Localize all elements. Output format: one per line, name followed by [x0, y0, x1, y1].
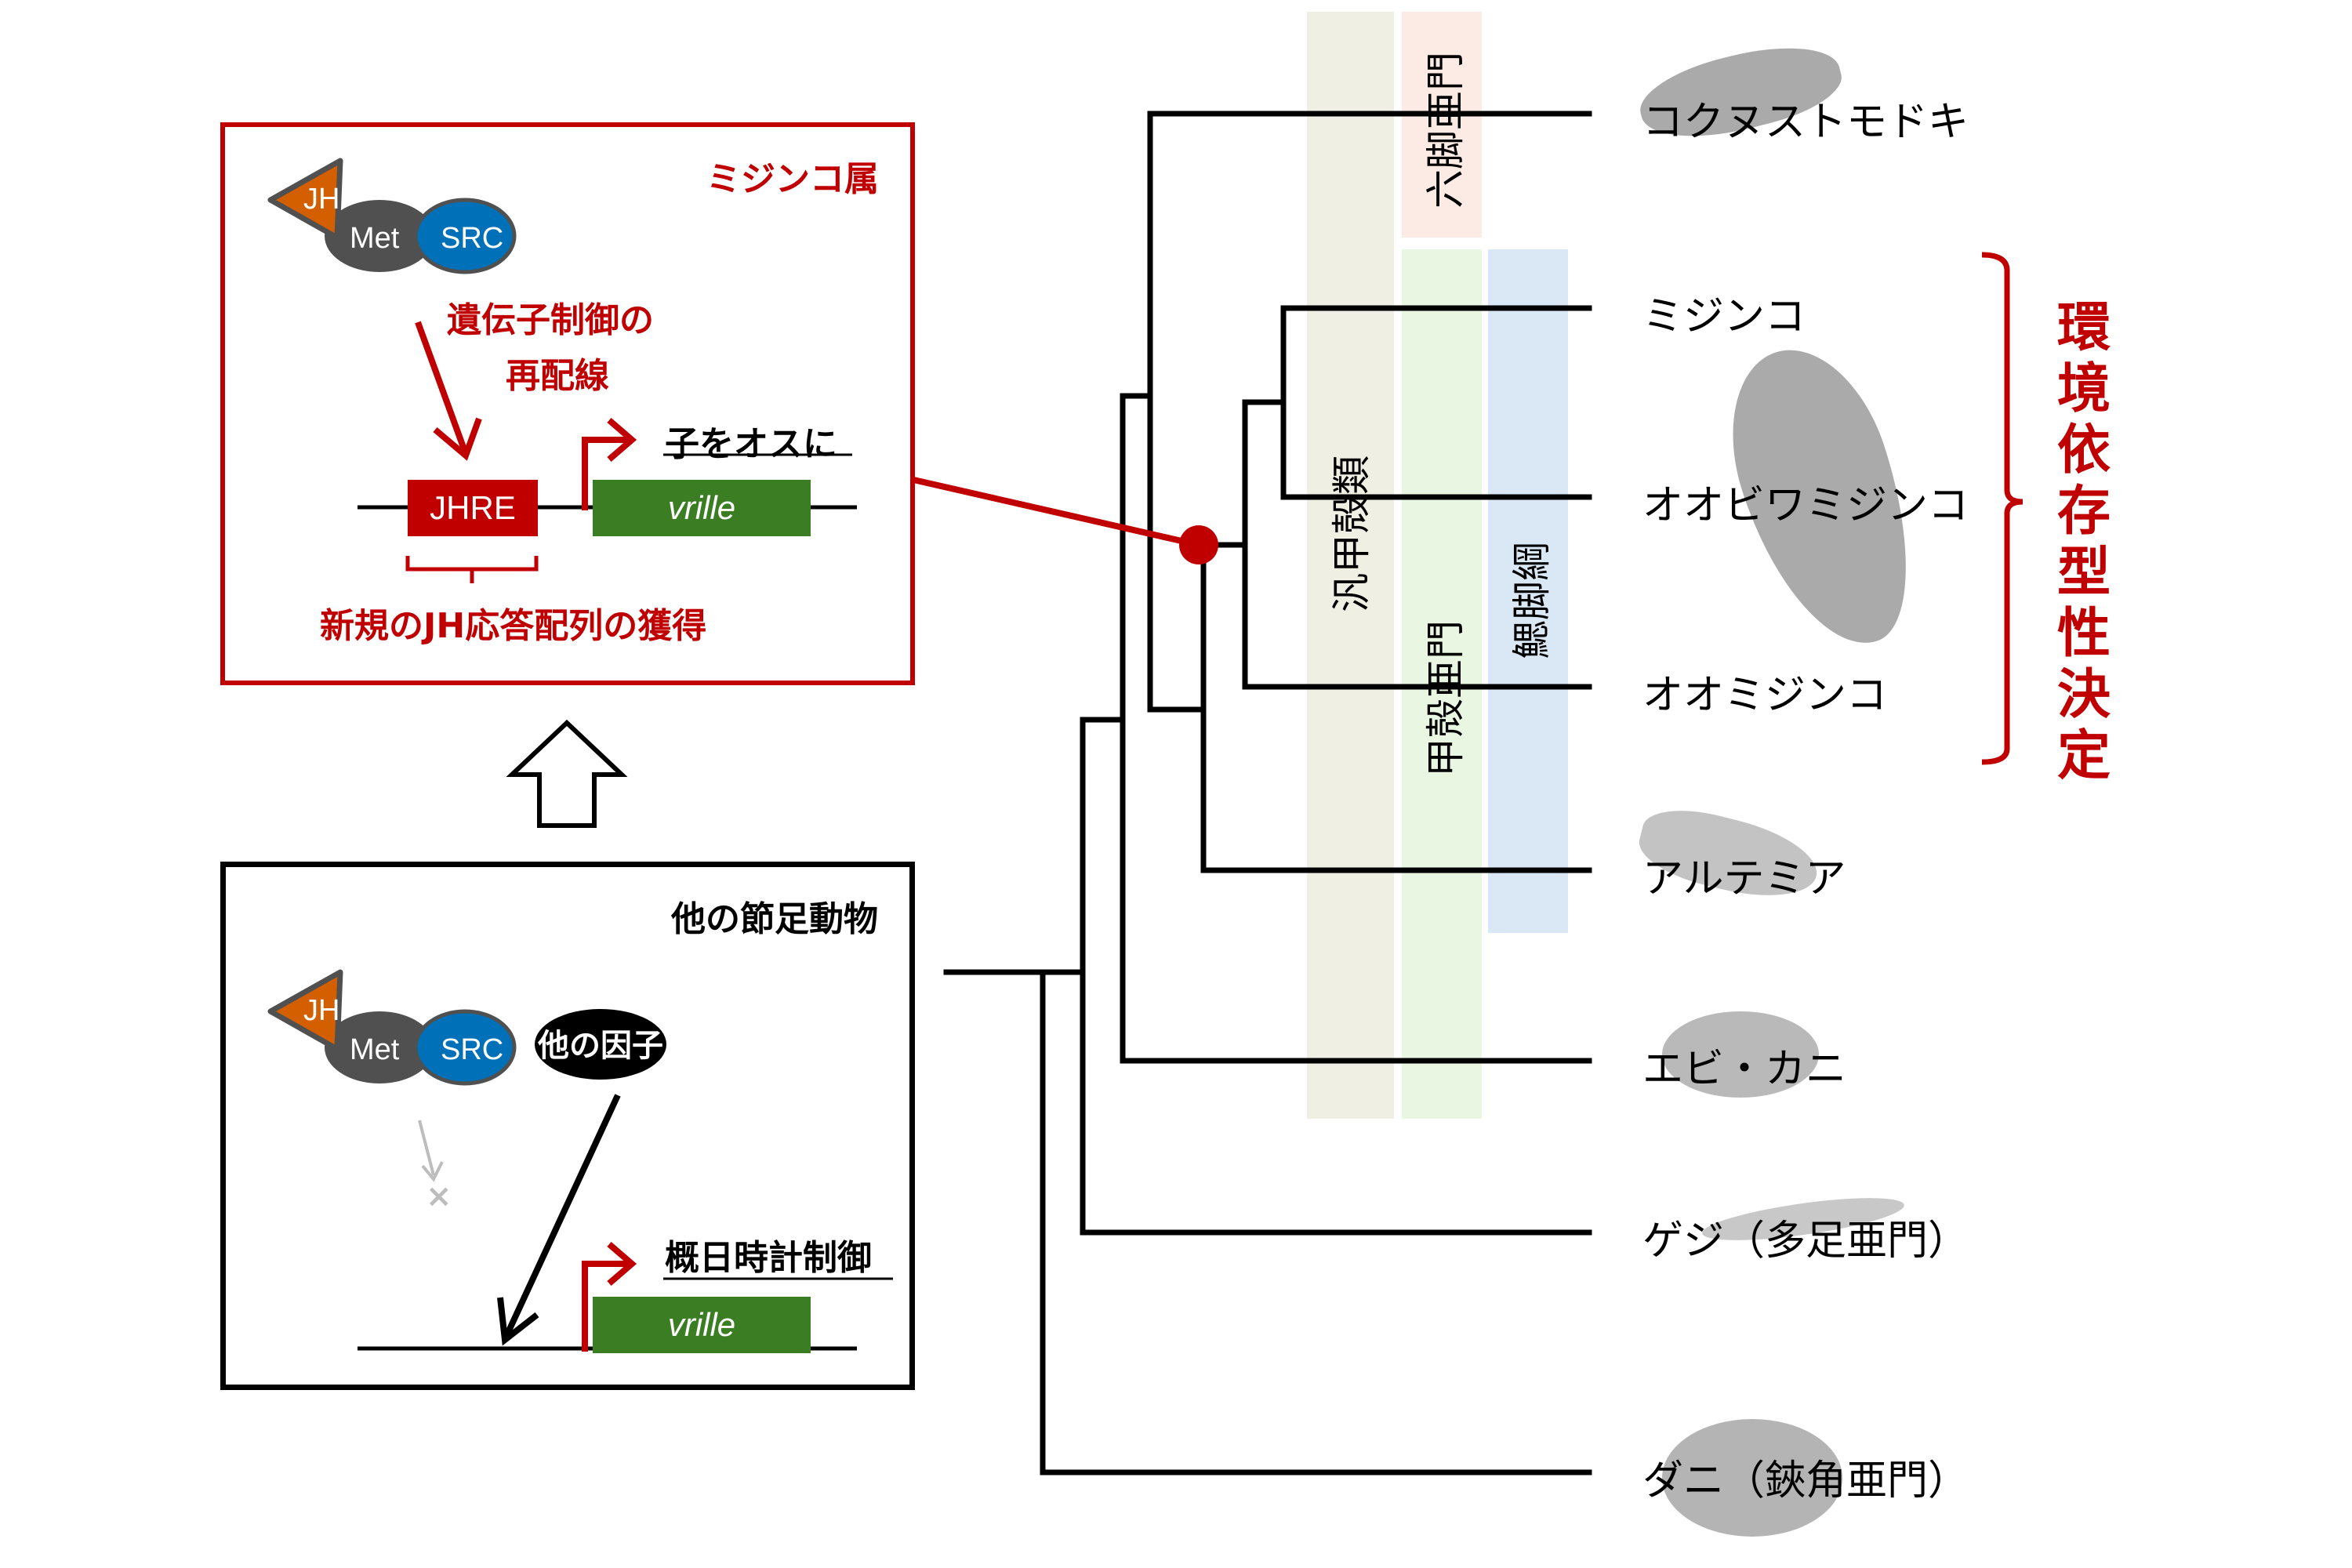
other-factor-node: [535, 1009, 666, 1080]
band-label-hexapoda: 六脚亜門: [1423, 52, 1468, 209]
blocked-mark: ×: [426, 1178, 452, 1214]
src-label: SRC: [441, 222, 503, 255]
band-pancrustacea: [1307, 12, 1394, 1119]
tss-arrow-icon: [582, 1261, 628, 1352]
evolution-arrow-icon: [506, 719, 628, 828]
esd-label-char: 環: [2056, 297, 2111, 359]
band-branchiopoda: [1488, 249, 1568, 933]
phylogenetic-tree: [943, 111, 1592, 1475]
species-label-decapoda: エビ・カニ: [1642, 1046, 1847, 1093]
crab-icon: [1662, 1011, 1819, 1098]
jh-hormone-icon: [267, 969, 343, 1052]
mite-icon: [1662, 1419, 1842, 1537]
connector-line: [902, 474, 1200, 548]
species-label-artemia: アルテミア: [1642, 855, 1846, 902]
esd-label-char: 定: [2056, 725, 2111, 787]
band-hexapoda: [1402, 12, 1482, 238]
factor-arrowhead-icon: [497, 1297, 539, 1346]
src-protein-icon: [413, 198, 517, 274]
rewiring-arrow: [415, 321, 468, 453]
tss-arrowhead-icon: [607, 417, 637, 463]
src-protein-icon: [413, 1009, 517, 1086]
band-label-crustacea: 甲殻亜門: [1423, 620, 1468, 777]
met-label: Met: [350, 222, 400, 255]
outcome-label: 子をオスに: [665, 424, 837, 464]
esd-label-char: 決: [2056, 664, 2111, 726]
other-factor-label: 他の因子: [537, 1028, 663, 1064]
met-protein-icon: [325, 200, 434, 272]
brace-label: 新規のJH応答配列の獲得: [320, 606, 707, 646]
band-label-branchiopoda: 鰓脚綱: [1509, 542, 1555, 659]
species-label-daphnia-galeata: オオビワミジンコ: [1642, 482, 1969, 529]
esd-label: 環境依存型性決定: [2053, 298, 2115, 787]
band-label-pancrustacea: 汎甲殻類: [1329, 456, 1374, 612]
blocked-arrow: [418, 1120, 435, 1176]
esd-label-char: 存: [2056, 481, 2111, 543]
panel-title: ミジンコ属: [706, 159, 879, 199]
vrille-gene: vrille: [593, 480, 811, 536]
jh-hormone-icon: [267, 158, 343, 241]
species-label-daphnia-magna: オオミジンコ: [1642, 672, 1888, 719]
esd-label-char: 依: [2056, 419, 2111, 481]
rewiring-arrowhead-icon: [433, 417, 482, 461]
tss-arrow-icon: [582, 437, 628, 510]
esd-label-char: 性: [2056, 603, 2111, 665]
tss-arrowhead-icon: [607, 1241, 637, 1287]
factor-arrow: [503, 1094, 621, 1338]
esd-label-char: 型: [2056, 542, 2111, 604]
src-label: SRC: [441, 1033, 503, 1066]
jh-label: JH: [303, 183, 339, 216]
gain-node-marker: [1179, 525, 1218, 564]
rewiring-label-line1: 遺伝子制御の: [447, 300, 654, 340]
blocked-arrowhead-icon: [421, 1161, 444, 1182]
vrille-gene: vrille: [593, 1297, 811, 1353]
species-label-daphnia-pulex: ミジンコ: [1642, 293, 1806, 340]
met-protein-icon: [325, 1011, 434, 1083]
other-diagram: JH Met SRC × 他の因子: [267, 969, 893, 1352]
jhre-brace-icon: [405, 556, 539, 583]
jhre-element: JHRE: [408, 480, 538, 536]
met-label: Met: [350, 1033, 400, 1066]
species-label-tribolium: コクヌストモドキ: [1642, 99, 1969, 146]
outcome-label: 概日時計制御: [665, 1238, 872, 1278]
species-label-scutigera: ゲジ（多足亜門）: [1642, 1218, 1969, 1265]
jh-label: JH: [303, 994, 339, 1027]
bracket-icon: [1981, 252, 2024, 765]
panel-title: 他の節足動物: [671, 899, 878, 939]
species-label-mite: ダニ（鋏角亜門）: [1642, 1457, 1969, 1504]
esd-label-char: 境: [2056, 358, 2111, 420]
rewiring-label-line2: 再配線: [506, 356, 609, 396]
